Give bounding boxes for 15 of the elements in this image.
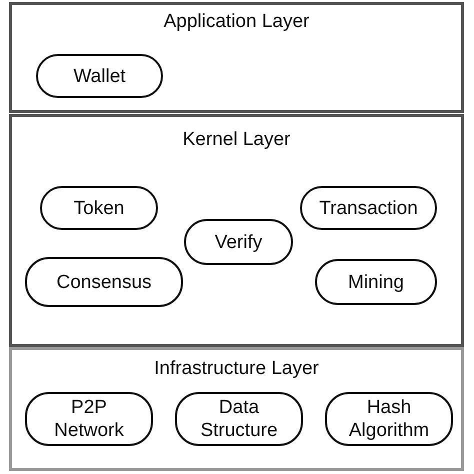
- module-pill: Hash Algorithm: [325, 392, 453, 446]
- module-pill: Data Structure: [175, 392, 303, 446]
- module-pill: Wallet: [36, 54, 163, 98]
- module-pill: Consensus: [25, 257, 183, 307]
- layer-title: Infrastructure Layer: [154, 358, 319, 380]
- module-pill: Mining: [315, 259, 437, 305]
- layer-panel: [9, 2, 464, 113]
- layer-panel: [9, 347, 464, 471]
- module-pill: Verify: [184, 219, 293, 265]
- layer-title: Kernel Layer: [182, 129, 290, 151]
- module-pill: P2P Network: [25, 392, 153, 446]
- module-pill: Token: [40, 186, 158, 230]
- module-pill: Transaction: [300, 186, 437, 230]
- layer-panel: [9, 114, 464, 347]
- layer-title: Application Layer: [164, 11, 310, 33]
